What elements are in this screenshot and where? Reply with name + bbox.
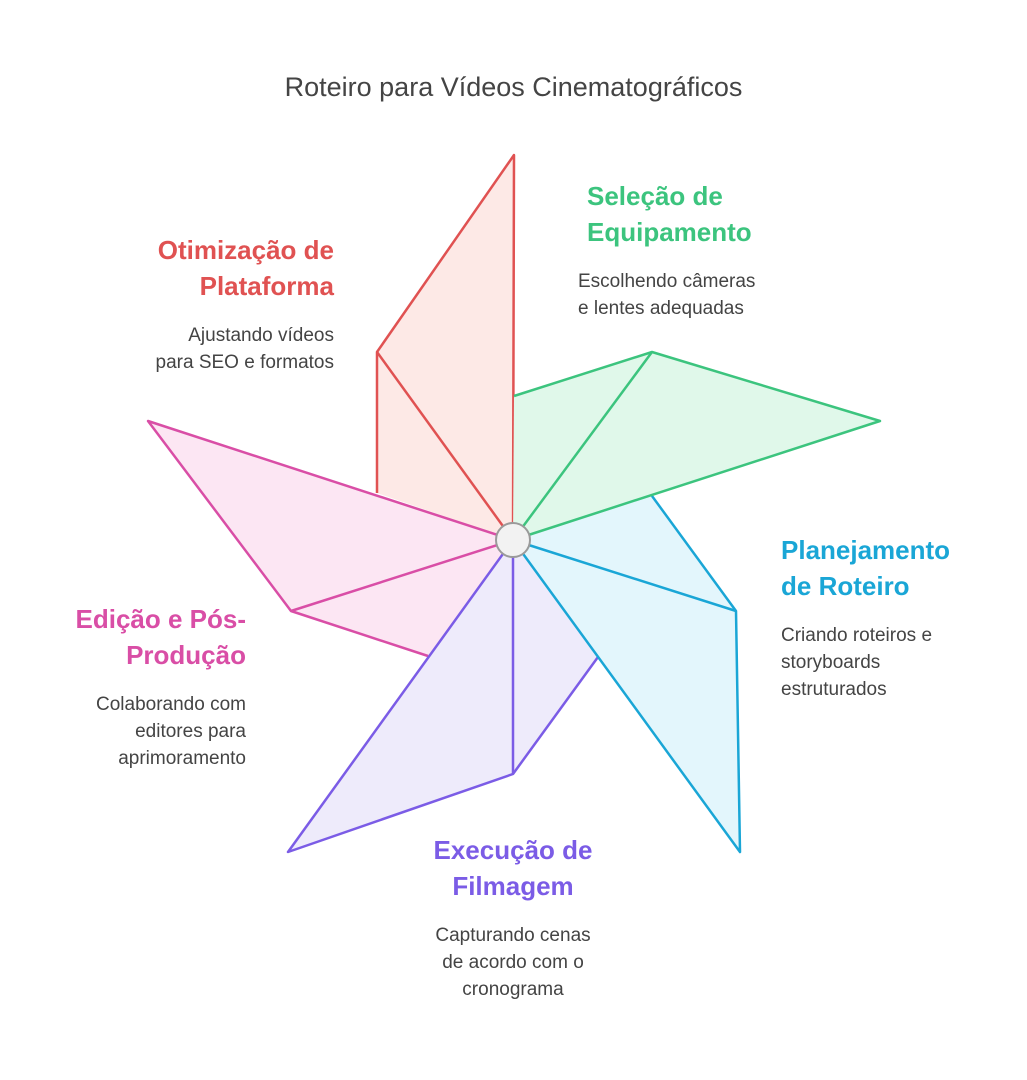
step-title-line: Plataforma (199, 271, 334, 301)
step-description: Ajustando vídeos para SEO e formatos (156, 322, 334, 376)
step-title-line: Equipamento (587, 217, 752, 247)
step-title: Seleção de Equipamento (587, 178, 755, 250)
step-title-line: Filmagem (452, 871, 574, 901)
step-desc-line: cronograma (462, 979, 564, 1000)
step-description: Escolhendo câmeras e lentes adequadas (578, 268, 755, 322)
blade-planejamento (511, 495, 742, 854)
step-desc-line: storyboards (781, 652, 881, 673)
step-title-line: Edição e Pós- (75, 604, 247, 634)
step-title: Otimização de Plataforma (156, 232, 334, 304)
blade-edicao (146, 419, 514, 658)
step-desc-line: de acordo com o (442, 952, 584, 973)
label-selecao-equipamento: Seleção de Equipamento Escolhendo câmera… (578, 178, 755, 322)
step-title-line: Otimização de (157, 235, 334, 265)
step-title-line: Execução de (433, 835, 593, 865)
step-description: Capturando cenas de acordo com o cronogr… (360, 922, 666, 1003)
blade-otimizacao (375, 153, 516, 541)
center-hub (495, 522, 531, 558)
step-title: Edição e Pós- Produção (76, 601, 247, 673)
step-desc-line: editores para (135, 721, 246, 742)
step-desc-line: Criando roteiros e (781, 625, 933, 646)
label-edicao-pos-producao: Edição e Pós- Produção Colaborando com e… (76, 601, 247, 772)
step-desc-line: Escolhendo câmeras (578, 271, 756, 292)
step-description: Criando roteiros e storyboards estrutura… (781, 622, 950, 703)
diagram-title: Roteiro para Vídeos Cinematográficos (284, 72, 743, 102)
label-execucao-filmagem: Execução de Filmagem Capturando cenas de… (360, 832, 666, 1003)
step-desc-line: estruturados (781, 679, 887, 700)
label-otimizacao-plataforma: Otimização de Plataforma Ajustando vídeo… (156, 232, 334, 376)
step-title: Execução de Filmagem (360, 832, 666, 904)
step-desc-line: Capturando cenas (435, 925, 591, 946)
blade-selecao (511, 350, 882, 542)
step-desc-line: aprimoramento (118, 748, 246, 769)
step-title: Planejamento de Roteiro (781, 532, 950, 604)
step-desc-line: Ajustando vídeos (188, 325, 334, 346)
step-title-line: Produção (126, 640, 246, 670)
step-desc-line: Colaborando com (96, 694, 246, 715)
step-title-line: de Roteiro (781, 571, 910, 601)
step-description: Colaborando com editores para aprimorame… (76, 691, 246, 772)
label-planejamento-roteiro: Planejamento de Roteiro Criando roteiros… (781, 532, 950, 703)
blade-execucao (286, 539, 600, 854)
step-title-line: Seleção de (587, 181, 723, 211)
step-desc-line: para SEO e formatos (155, 352, 334, 373)
step-title-line: Planejamento (781, 535, 951, 565)
step-desc-line: e lentes adequadas (578, 298, 744, 319)
